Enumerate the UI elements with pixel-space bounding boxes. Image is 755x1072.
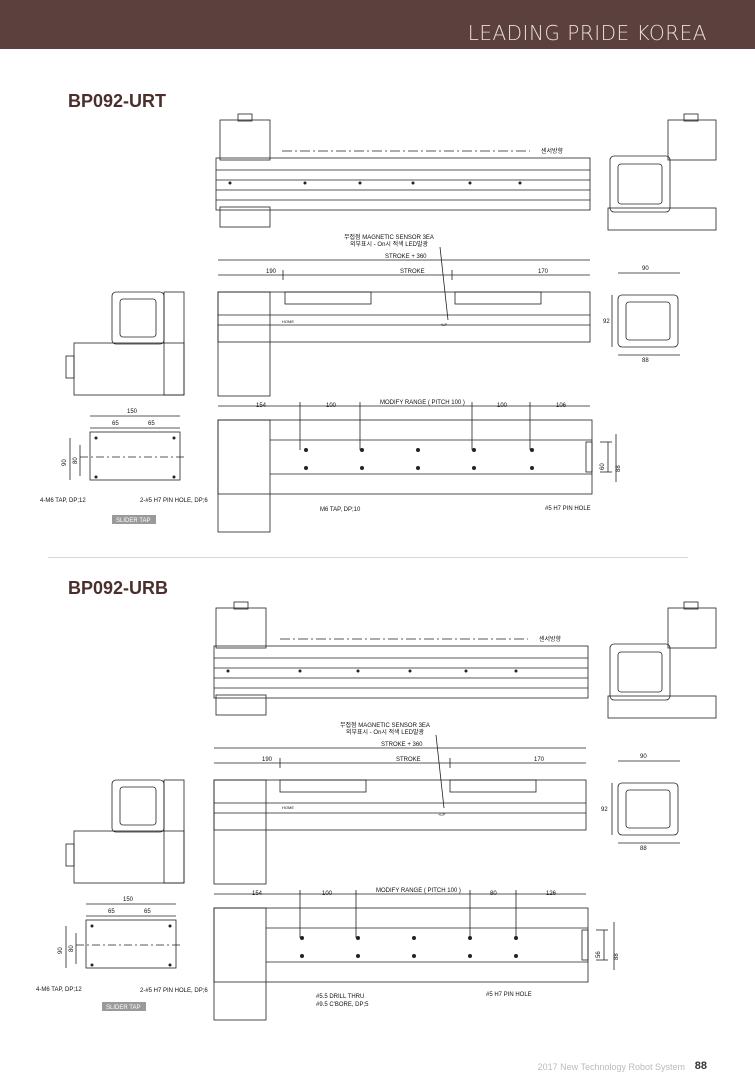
dim-190: 190 <box>266 269 277 275</box>
end-height-dim: 92 <box>603 319 610 325</box>
dim-170: 170 <box>538 269 549 275</box>
dim-100a: 100 <box>322 891 333 897</box>
dim-h88: 88 <box>616 465 622 472</box>
drawing-urt: 센서방향 무접점 MAGNETIC SENSOR 3EA 외부표시 - On시 … <box>40 113 717 533</box>
dim-170: 170 <box>534 757 545 763</box>
header-tagline: LEADING PRIDE KOREA <box>467 21 707 45</box>
slider-90: 90 <box>62 459 68 466</box>
dim-190: 190 <box>262 757 273 763</box>
drawing-urb: 센서방향 무접점 MAGNETIC SENSOR 3EA 외부표시 - On시 … <box>36 601 717 1021</box>
model-title-urb: BP092-URB <box>68 578 169 598</box>
modify-range-dim: MODIFY RANGE ( PITCH 100 ) <box>380 400 465 406</box>
end-base-dim: 88 <box>640 846 647 852</box>
stroke-total-dim: STROKE + 360 <box>381 742 423 748</box>
slider-65b: 65 <box>148 421 155 427</box>
home-label: HOME <box>282 805 294 810</box>
dim-80: 80 <box>490 891 497 897</box>
slider-65a: 65 <box>112 421 119 427</box>
page-number: 88 <box>694 1060 707 1072</box>
end-height-dim: 92 <box>601 807 608 813</box>
section-divider <box>48 557 688 558</box>
pin-note: #5 H7 PIN HOLE <box>545 506 591 512</box>
slider-pin-note: 2-#5 H7 PIN HOLE, DP;6 <box>140 498 208 504</box>
pin-note: #5 H7 PIN HOLE <box>486 992 532 998</box>
slider-80: 80 <box>69 945 75 952</box>
lp-label: +LP <box>440 322 448 327</box>
dim-h56: 56 <box>596 951 602 958</box>
page-header: LEADING PRIDE KOREA <box>0 0 755 49</box>
slider-65b: 65 <box>144 909 151 915</box>
stroke-total-dim: STROKE + 360 <box>385 254 427 260</box>
footer-text: 2017 New Technology Robot System <box>537 1062 685 1072</box>
slider-tap-note: 4-M6 TAP, DP;12 <box>36 987 82 993</box>
slider-90: 90 <box>58 947 64 954</box>
dim-154: 154 <box>252 891 263 897</box>
sensor-label-2: 외부표시 - On시 적색 LED발광 <box>350 240 429 248</box>
slider-65a: 65 <box>108 909 115 915</box>
end-base-dim: 88 <box>642 358 649 364</box>
cbore-note: #9.5 C'BORE, DP;5 <box>316 1002 369 1008</box>
drill-note: #5.5 DRILL THRU <box>316 994 364 1000</box>
lp-label: +LP <box>438 812 446 817</box>
dim-last: 106 <box>556 403 567 409</box>
dim-stroke: STROKE <box>396 757 421 763</box>
slider-150: 150 <box>123 897 134 903</box>
model-title-urt: BP092-URT <box>68 91 167 111</box>
dim-100b: 100 <box>497 403 508 409</box>
end-width-dim: 90 <box>640 754 647 760</box>
slider-80: 80 <box>73 457 79 464</box>
slider-tap-note: 4-M6 TAP, DP;12 <box>40 498 86 504</box>
sensor-label-1: 무접점 MAGNETIC SENSOR 3EA <box>344 233 434 241</box>
dim-154: 154 <box>256 403 267 409</box>
dim-stroke: STROKE <box>400 269 425 275</box>
slider-tap-badge: SLIDER TAP <box>106 1005 140 1011</box>
sensor-direction-note: 센서방향 <box>541 147 564 155</box>
sensor-direction-note: 센서방향 <box>539 635 562 643</box>
sensor-label-2: 외부표시 - On시 적색 LED발광 <box>346 728 425 736</box>
slider-tap-badge: SLIDER TAP <box>116 518 150 524</box>
sensor-label-1: 무접점 MAGNETIC SENSOR 3EA <box>340 721 430 729</box>
slider-pin-note: 2-#5 H7 PIN HOLE, DP;6 <box>140 988 208 994</box>
home-label: HOME <box>282 319 294 324</box>
tap-note: M6 TAP, DP;10 <box>320 507 361 513</box>
dim-100a: 100 <box>326 403 337 409</box>
end-width-dim: 90 <box>642 266 649 272</box>
slider-150: 150 <box>127 409 138 415</box>
dim-h88: 88 <box>614 953 620 960</box>
dim-last: 126 <box>546 891 557 897</box>
dim-h60: 60 <box>600 463 606 470</box>
modify-range-dim: MODIFY RANGE ( PITCH 100 ) <box>376 888 461 894</box>
